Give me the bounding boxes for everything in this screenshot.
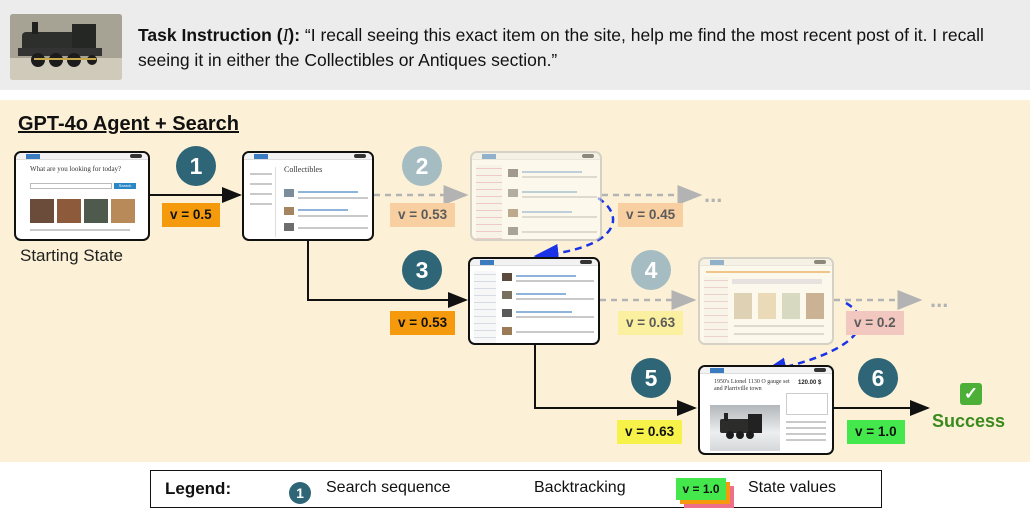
step-2-marker: 2 — [402, 146, 442, 186]
step-1-marker: 1 — [176, 146, 216, 186]
item-title: 1950's Lionel 1130 O gauge set and Plarr… — [714, 379, 790, 392]
start-headline: What are you looking for today? — [30, 165, 122, 173]
value-badge-after-2: v = 0.45 — [618, 203, 684, 227]
step-5-marker: 5 — [631, 358, 671, 398]
value-badge-step-3: v = 0.53 — [390, 311, 456, 335]
screenshot-step-4 — [698, 257, 834, 345]
legend-state-values-label: State values — [748, 479, 837, 496]
ellipsis-after-2: ... — [704, 182, 723, 207]
task-instruction: Task Instruction (I): “I recall seeing t… — [138, 23, 1018, 73]
value-badge-step-2: v = 0.53 — [390, 203, 456, 227]
screenshot-step-2 — [470, 151, 602, 241]
screenshot-item-page: 1950's Lionel 1130 O gauge set and Plarr… — [698, 365, 834, 455]
value-badge-step-5: v = 0.63 — [617, 420, 683, 444]
backtrack-arrow-1 — [533, 196, 615, 264]
locomotive-icon — [720, 413, 762, 439]
legend — [150, 470, 882, 508]
panel-title: GPT-4o Agent + Search — [18, 113, 239, 135]
step-6-marker: 6 — [858, 358, 898, 398]
check-icon: ✓ — [960, 383, 982, 405]
value-badge-step-6: v = 1.0 — [847, 420, 905, 444]
success-label: Success — [932, 411, 1006, 431]
legend-step-marker: 1 — [289, 482, 311, 504]
arrow-step-3 — [307, 240, 468, 308]
train-photo — [10, 14, 122, 80]
arrow-step-5 — [534, 345, 697, 416]
task-text: “I recall seeing this exact item on the … — [138, 25, 984, 70]
screenshot-collectibles: Collectibles — [242, 151, 374, 241]
value-badge-step-4: v = 0.63 — [618, 311, 684, 335]
screenshot-step-3 — [468, 257, 600, 345]
value-badge-after-4: v = 0.2 — [846, 311, 904, 335]
legend-title: Legend: — [165, 479, 232, 498]
step-3-marker: 3 — [402, 250, 442, 290]
step-4-marker: 4 — [631, 250, 671, 290]
start-search-button: Search — [114, 183, 136, 189]
item-photo — [710, 405, 780, 451]
legend-search-label: Search sequence — [326, 479, 451, 496]
task-banner — [0, 0, 1030, 90]
legend-value-badge: v = 1.0 — [676, 478, 726, 500]
collectibles-heading: Collectibles — [284, 165, 323, 174]
value-badge-step-1: v = 0.5 — [162, 203, 220, 227]
task-label: Task Instruction (I): — [138, 25, 301, 45]
screenshot-start: What are you looking for today? Search — [14, 151, 150, 241]
legend-backtrack-label: Backtracking — [534, 479, 626, 496]
starting-state-label: Starting State — [20, 246, 124, 265]
locomotive-icon — [10, 14, 122, 80]
item-price: 120.00 $ — [798, 380, 822, 386]
ellipsis-after-4: ... — [930, 287, 949, 312]
